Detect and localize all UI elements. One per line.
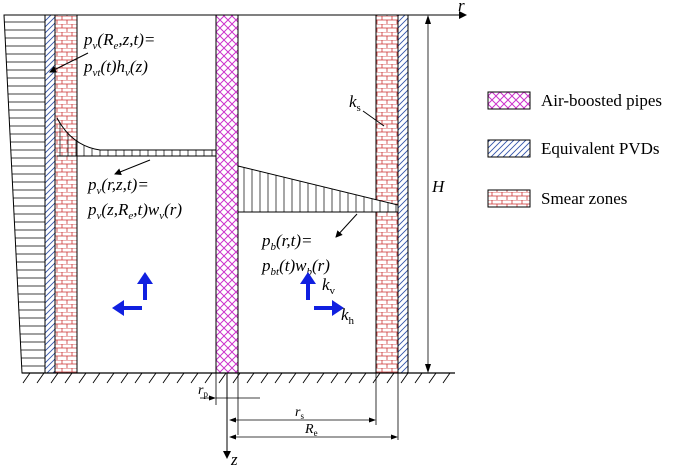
left-pvd [44, 14, 56, 374]
outer-boundary-equation-line2: pvt(t)hv(z) [83, 57, 148, 79]
legend-item-air-pipe: Air-boosted pipes [487, 91, 662, 110]
legend-item-smear: Smear zones [487, 189, 627, 208]
right-flow-arrows [300, 272, 344, 316]
rs-label: rs [295, 405, 304, 421]
base-pressure-distribution [237, 165, 399, 213]
vertical-equation-line2: pv(z,Re,t)wv(r) [87, 200, 182, 222]
legend-label-pvd: Equivalent PVDs [541, 139, 660, 158]
outer-pressure-distribution [3, 14, 46, 374]
vertical-pressure-distribution [56, 117, 216, 157]
height-label: H [431, 177, 446, 196]
left-smear-zone [54, 14, 78, 374]
left-flow-arrows [112, 272, 153, 316]
legend-item-pvd: Equivalent PVDs [487, 139, 660, 158]
outer-boundary-equation-line1: pv(Re,z,t)= [83, 30, 155, 52]
kh-label: kh [341, 305, 355, 327]
base-equation-line2: pbt(t)wb(r) [261, 256, 330, 278]
kv-label: kv [322, 275, 336, 297]
ground-hatching [22, 372, 451, 384]
right-pvd [397, 14, 409, 374]
rp-label: rp [198, 383, 208, 399]
r-axis-label: r [458, 0, 465, 15]
z-axis-label: z [230, 450, 238, 467]
legend-label-air-pipe: Air-boosted pipes [541, 91, 662, 110]
base-equation-line1: pb(r,t)= [261, 231, 313, 253]
legend: Air-boosted pipes Equivalent PVDs Smear … [487, 91, 662, 208]
re-label: Re [304, 422, 318, 438]
height-dimension [408, 14, 440, 374]
air-boosted-pipe [215, 14, 239, 374]
vertical-equation-line1: pv(r,z,t)= [87, 175, 149, 197]
right-smear-zone [375, 14, 399, 374]
legend-label-smear: Smear zones [541, 189, 627, 208]
radius-dimensions [200, 373, 399, 440]
ks-label: ks [349, 92, 361, 114]
